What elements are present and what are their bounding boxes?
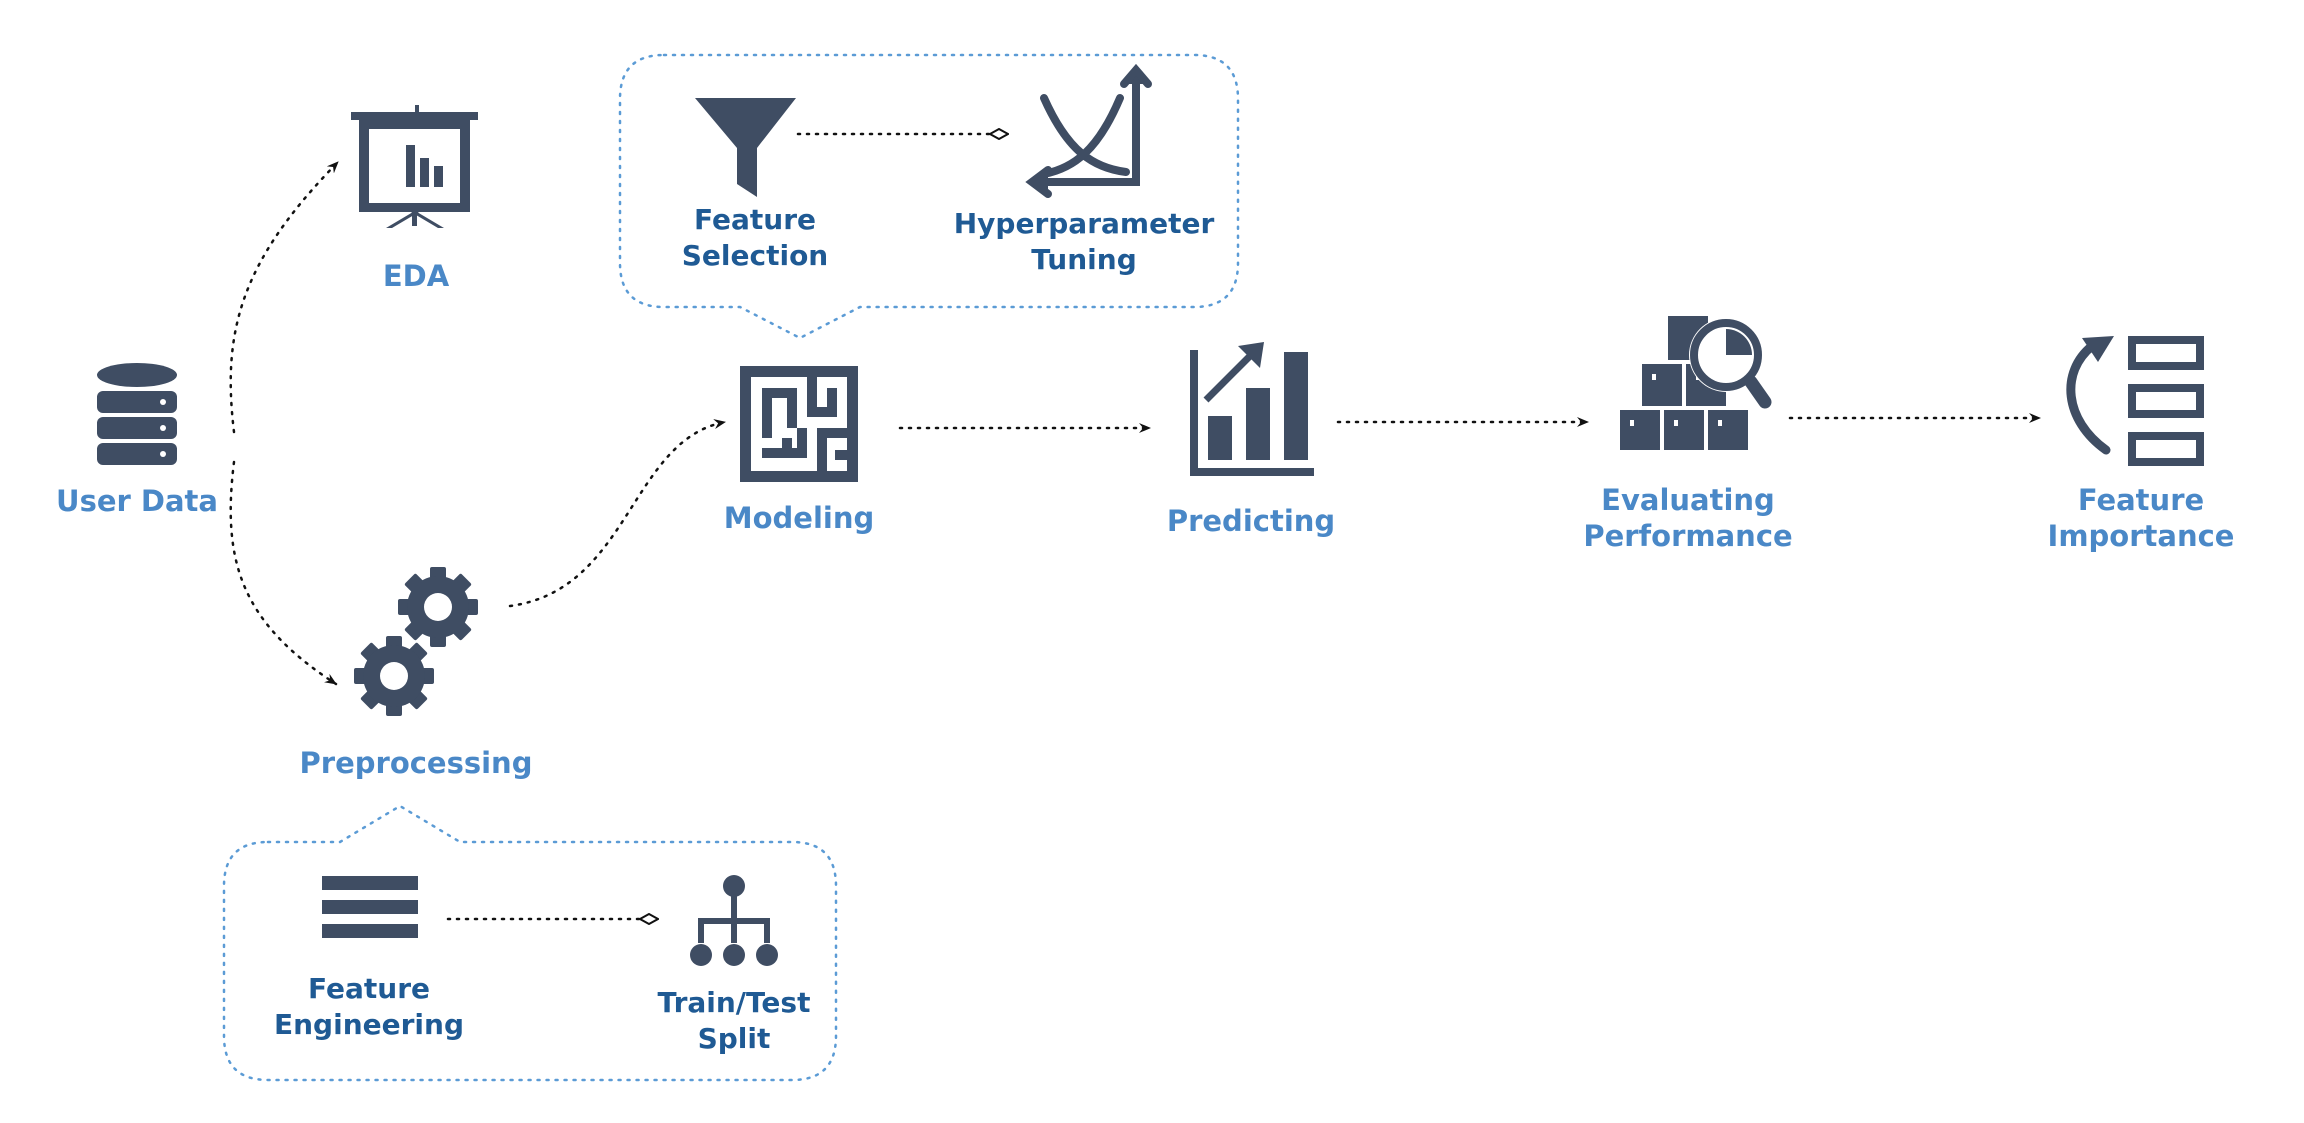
user-data-label: User Data	[56, 484, 218, 518]
eda-label: EDA	[382, 259, 450, 293]
maze-icon	[740, 366, 858, 482]
hierarchy-icon	[690, 875, 778, 966]
modeling-callout-bubble	[618, 53, 1240, 340]
connector-preprocessing-modeling	[508, 419, 727, 608]
database-icon	[97, 363, 177, 465]
connector-userdata-eda	[229, 160, 340, 434]
bar-chart-trend-icon	[1190, 342, 1314, 476]
gears-icon	[354, 567, 478, 716]
modeling-label: Modeling	[723, 501, 875, 535]
presentation-board-icon	[351, 105, 478, 228]
curves-axes-icon	[1025, 63, 1152, 198]
predicting-label: Predicting	[1166, 504, 1336, 538]
preprocessing-label: Preprocessing	[299, 746, 533, 780]
ranking-list-icon	[2066, 336, 2204, 466]
lines-icon	[322, 876, 418, 938]
funnel-icon	[695, 98, 796, 197]
boxes-magnifier-icon	[1620, 316, 1772, 450]
connector-userdata-preprocessing	[229, 460, 338, 686]
preprocessing-callout-bubble	[222, 804, 838, 1082]
